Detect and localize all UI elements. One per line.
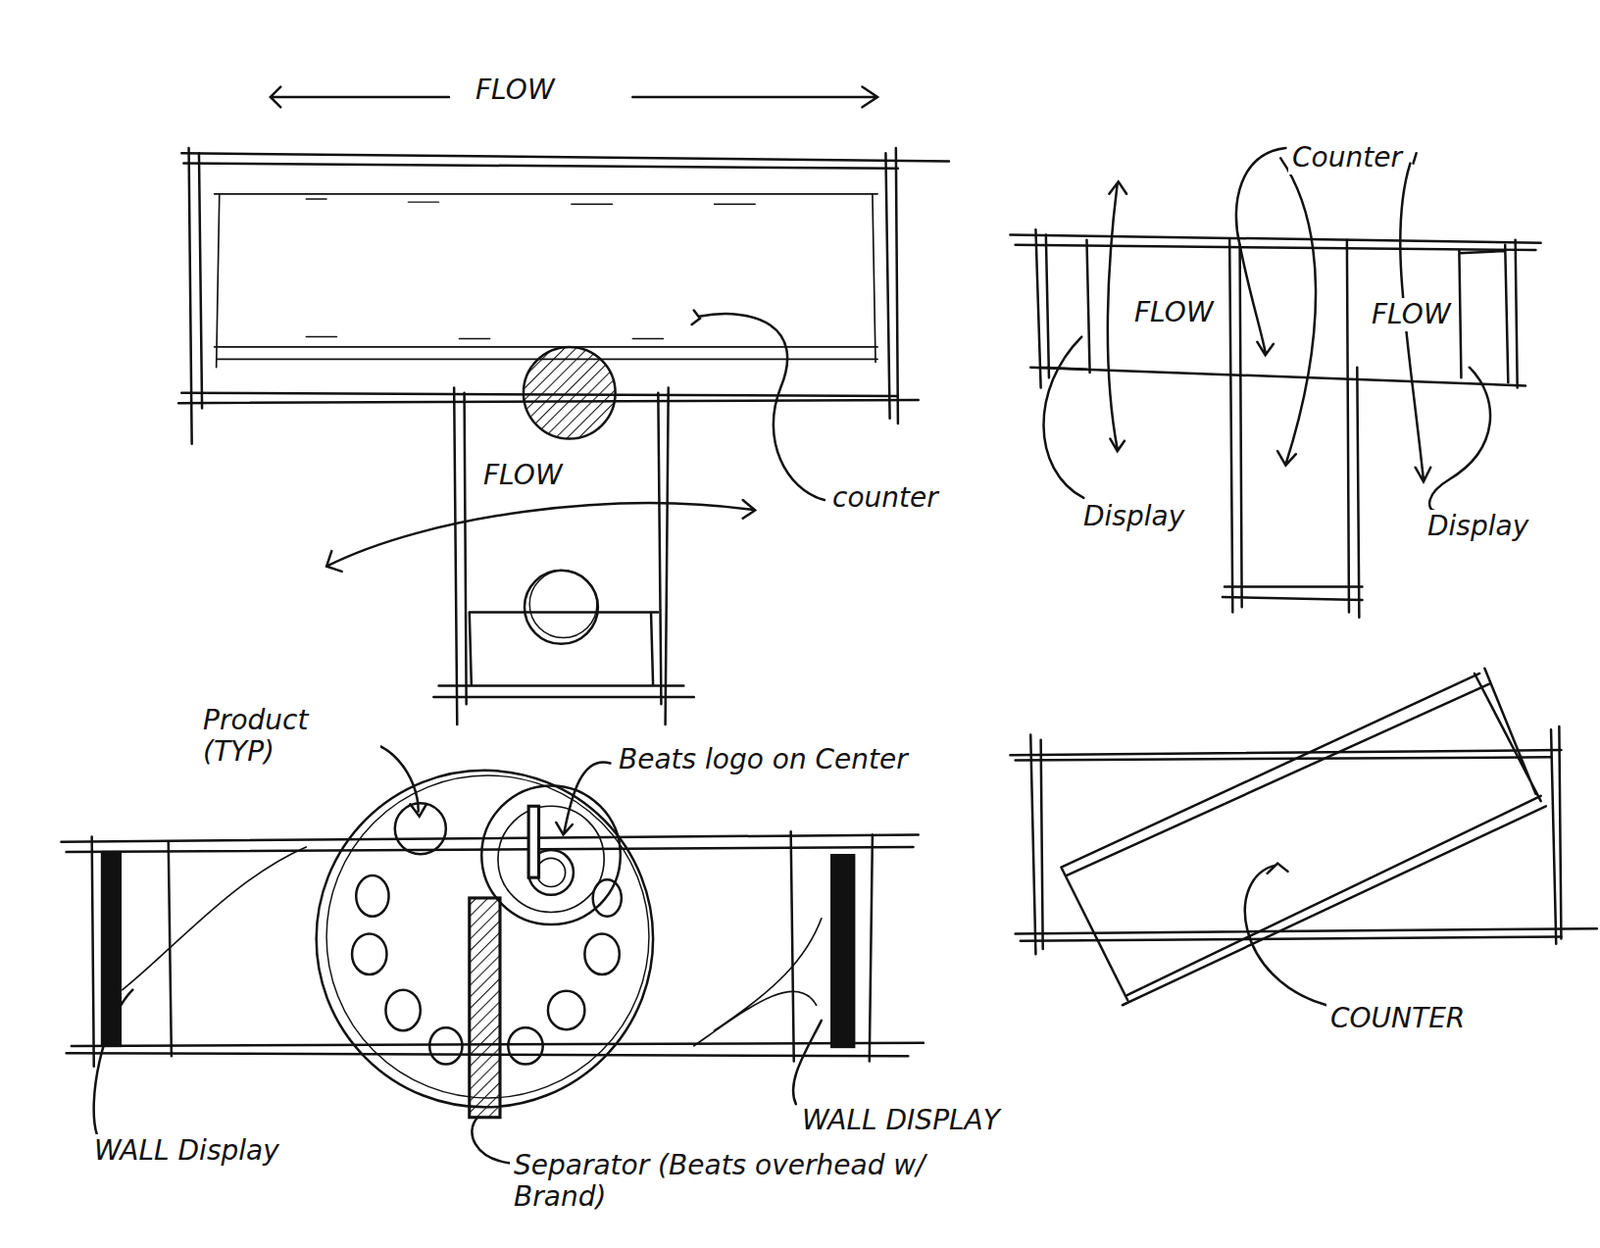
handwritten-label: WALL DISPLAY [798, 1103, 1004, 1138]
handwritten-label: Beats logo on Center [614, 743, 912, 777]
handwritten-label: Counter [1288, 141, 1406, 175]
handwritten-label: Display [1079, 500, 1189, 534]
handwritten-label: counter [828, 481, 943, 515]
handwritten-label: FLOW [1130, 296, 1218, 330]
handwritten-label: COUNTER [1326, 1001, 1469, 1036]
handwritten-label: FLOW [1367, 298, 1455, 332]
handwritten-label: FLOW [479, 458, 567, 493]
handwritten-label: Separator (Beats overhead w/ Brand) [509, 1149, 947, 1214]
handwritten-label: Product (TYP) [199, 703, 381, 769]
handwritten-label: FLOW [471, 73, 559, 107]
handwritten-label: WALL Display [90, 1134, 284, 1168]
handwritten-label: Display [1423, 509, 1533, 544]
